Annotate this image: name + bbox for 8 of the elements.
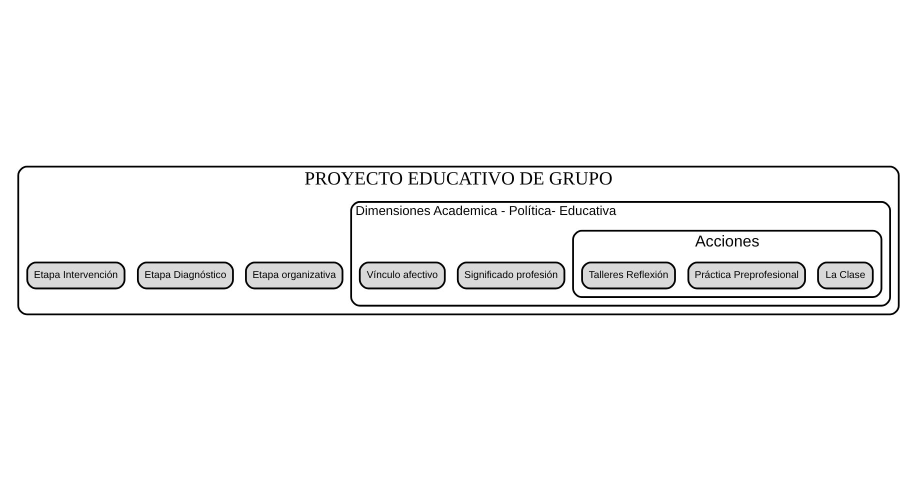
node-box: Etapa organizativa xyxy=(245,261,344,289)
node-box: Práctica Preprofesional xyxy=(687,261,806,289)
node-box: La Clase xyxy=(817,261,874,289)
node-box: Vínculo afectivo xyxy=(358,261,446,289)
node-box: Etapa Intervención xyxy=(26,261,126,289)
node-box: Talleres Reflexión xyxy=(581,261,676,289)
node-box: Significado profesión xyxy=(456,261,566,289)
node-box: Etapa Diagnóstico xyxy=(136,261,234,289)
